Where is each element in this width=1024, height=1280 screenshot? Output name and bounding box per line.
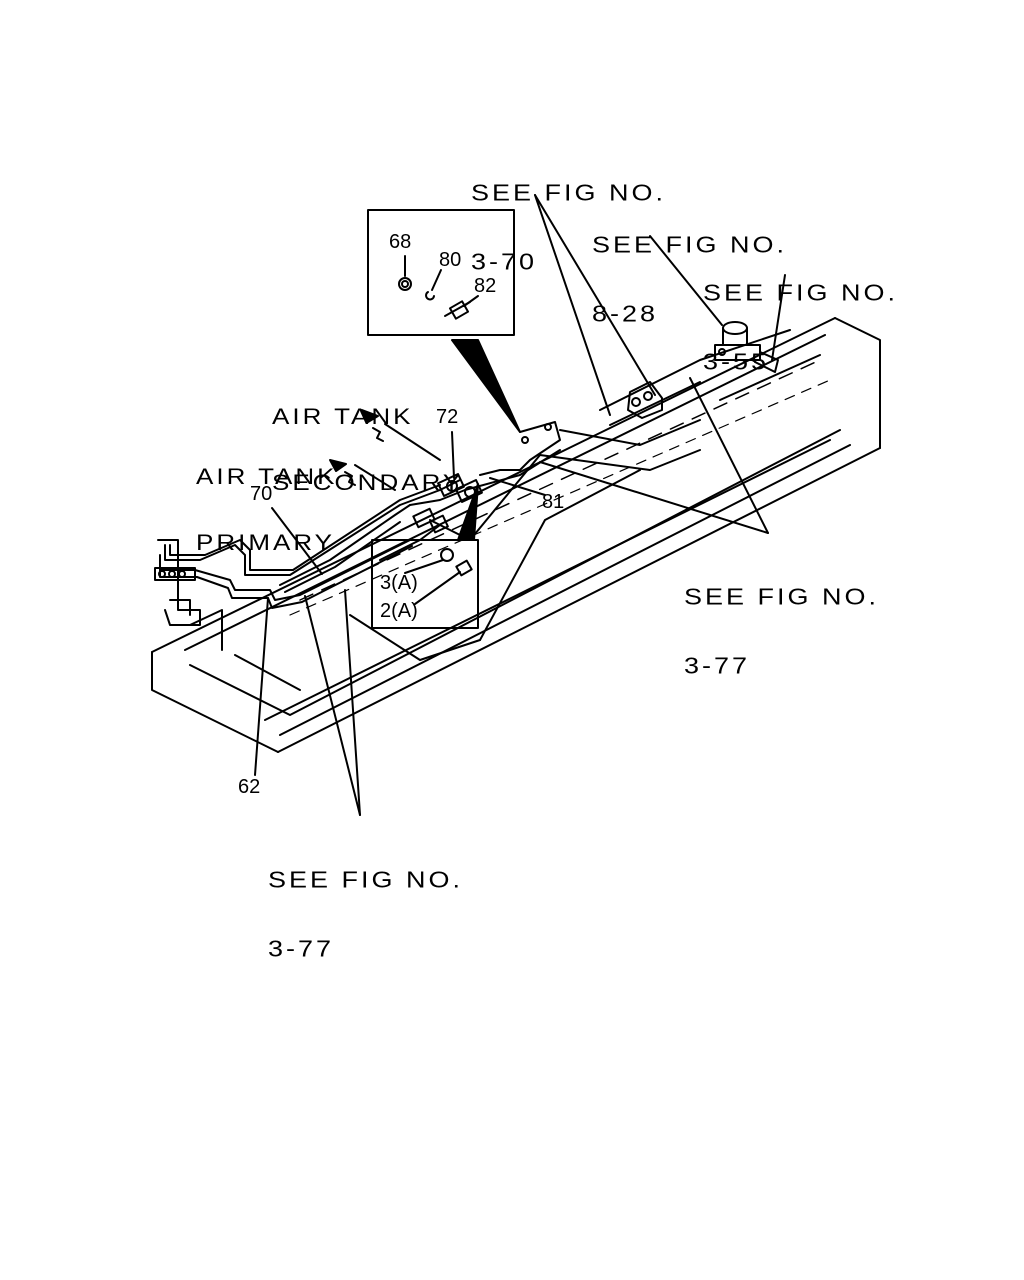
- ref-line2: 8-28: [592, 301, 659, 327]
- ref-line2: 3-55: [703, 349, 770, 375]
- ref-line1: SEE FIG NO.: [684, 584, 880, 610]
- callout-62: 62: [238, 776, 261, 798]
- tank-line1: AIR TANK: [196, 463, 338, 489]
- callout-68: 68: [389, 231, 412, 253]
- right-valves: [627, 321, 779, 419]
- callout-81: 81: [542, 491, 565, 513]
- ref-line1: SEE FIG NO.: [471, 180, 667, 206]
- ref-fig-3-70: SEE FIG NO. 3-70: [471, 136, 666, 320]
- left-bracket: [154, 539, 201, 626]
- tank-line1: AIR TANK: [272, 403, 414, 429]
- ref-line2: 3-77: [684, 653, 751, 679]
- air-lines: [159, 449, 561, 609]
- ref-fig-8-28: SEE FIG NO. 8-28: [592, 188, 787, 372]
- air-tank-primary-label: AIR TANK PRIMARY: [196, 421, 338, 598]
- ref-fig-3-77-right: SEE FIG NO. 3-77: [684, 540, 879, 724]
- tank-line2: SECONDARY: [272, 469, 464, 496]
- inset-box-2: [371, 483, 479, 629]
- ref-line1: SEE FIG NO.: [268, 867, 464, 893]
- bracket-81: [479, 421, 561, 476]
- ref-fig-3-77-bottom: SEE FIG NO. 3-77: [268, 823, 463, 1007]
- callout-3a: 3(A): [380, 572, 418, 594]
- center-fittings: [412, 473, 483, 534]
- ref-line2: 3-77: [268, 936, 335, 962]
- air-tank-secondary-label: AIR TANK SECONDARY: [272, 361, 463, 538]
- callout-70: 70: [250, 483, 273, 505]
- callout-82: 82: [474, 275, 497, 297]
- callout-72: 72: [436, 406, 459, 428]
- callout-2a: 2(A): [380, 600, 418, 622]
- callout-80: 80: [439, 249, 462, 271]
- leader-lines: [254, 194, 786, 816]
- inset-box: [367, 209, 521, 433]
- ref-line1: SEE FIG NO.: [703, 280, 899, 306]
- ref-line1: SEE FIG NO.: [592, 232, 788, 258]
- ref-line2: 3-70: [471, 249, 538, 275]
- tank-line2: PRIMARY: [196, 529, 335, 556]
- ref-fig-3-55: SEE FIG NO. 3-55: [703, 236, 898, 420]
